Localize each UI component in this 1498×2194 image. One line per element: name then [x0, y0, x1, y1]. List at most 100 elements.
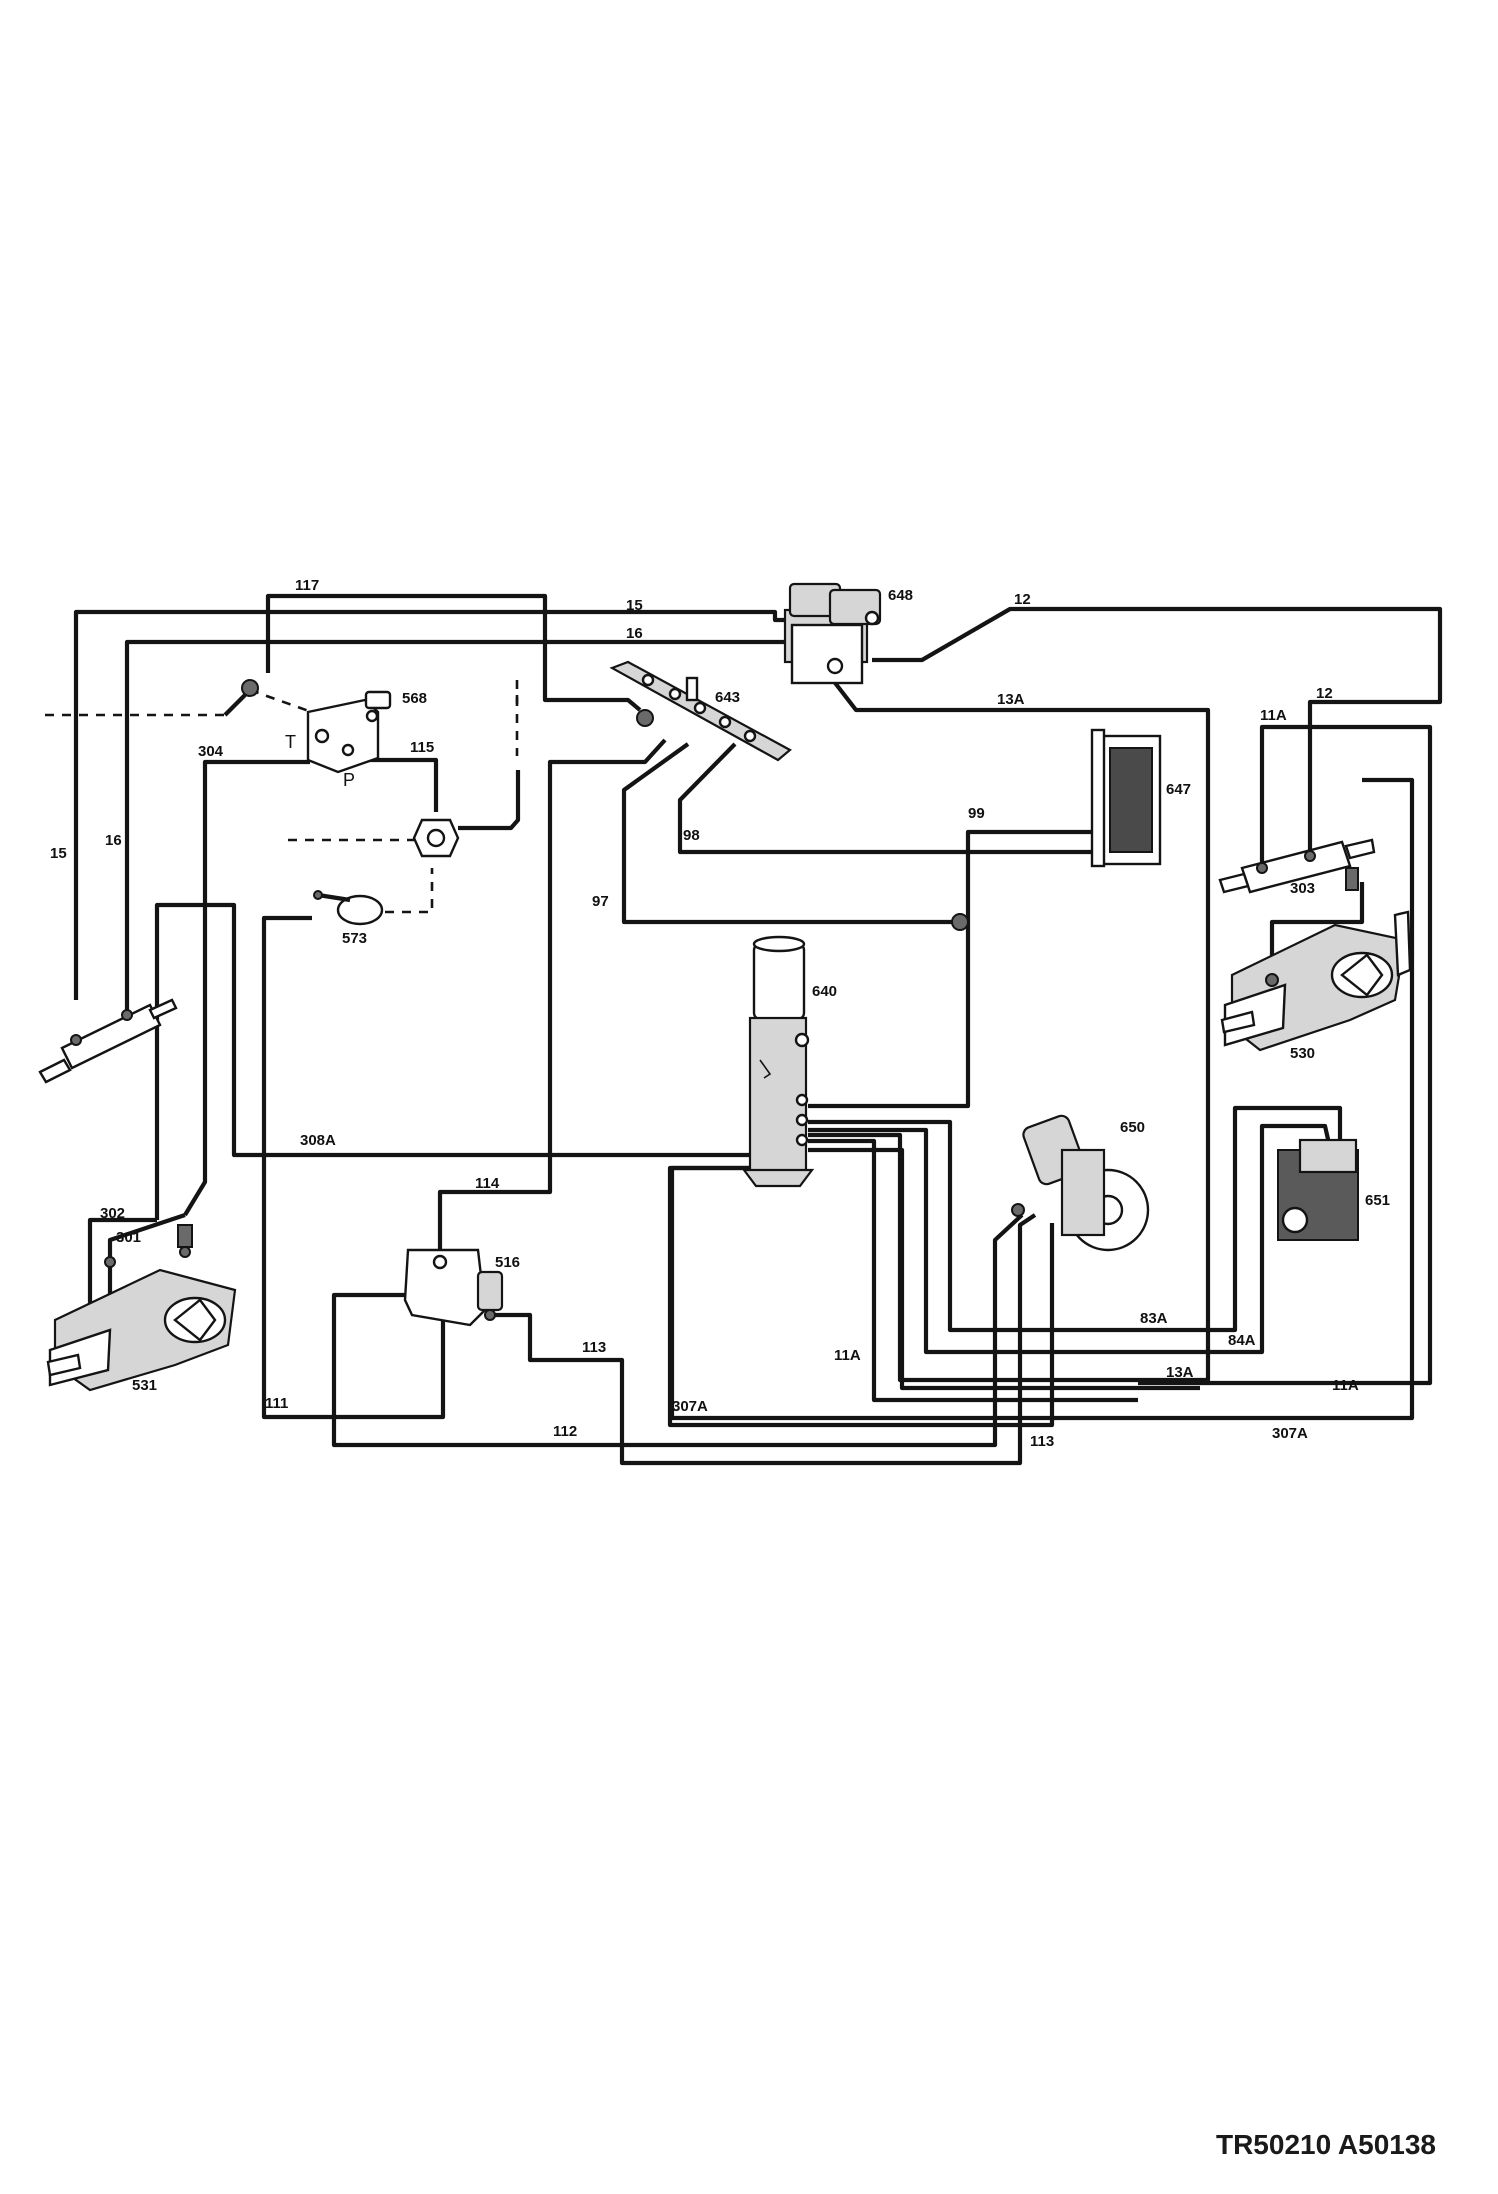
axle-531 — [46, 1224, 237, 1392]
hose-label-16: 16 — [626, 625, 643, 642]
pump-650 — [1011, 1114, 1150, 1252]
hose-label-98: 98 — [683, 827, 700, 844]
valve-573-knob — [313, 890, 323, 900]
hose-lines — [73, 593, 1443, 1466]
hose-13a-bottom — [808, 1147, 1200, 1391]
figure-code: TR50210 A50138 — [1215, 2129, 1436, 2160]
hose-112 — [331, 1213, 1024, 1448]
axle-531-yoke-cut — [173, 1298, 217, 1342]
hose-12 — [872, 606, 1443, 852]
hose-label-113: 113 — [582, 1339, 606, 1356]
hose-117 — [265, 593, 642, 712]
tank-640-port-2 — [795, 1093, 809, 1107]
valve-568-port-1 — [314, 728, 330, 744]
hose-113 — [492, 1213, 1037, 1466]
manifold-643-fitting-3 — [693, 701, 707, 715]
hose-label-97: 97 — [592, 893, 609, 910]
cross-fitting — [412, 818, 460, 858]
hose-label-301: 301 — [116, 1229, 141, 1246]
oil-cooler-647-tank — [1090, 728, 1106, 868]
valve-573-handle — [317, 892, 351, 903]
valve-516 — [403, 1248, 504, 1327]
axle-530-shaft — [1220, 1010, 1256, 1034]
hose-13a-top — [808, 664, 1211, 1383]
hose-label-83a: 83A — [1140, 1310, 1168, 1327]
hose-16 — [124, 639, 785, 1012]
valve-573 — [313, 890, 384, 926]
steer-cylinder-right-port-1 — [1256, 862, 1268, 874]
hose-pilot-118 — [458, 770, 521, 831]
component-label-648: 648 — [888, 587, 913, 604]
tee-fitting-right — [951, 913, 969, 931]
pilot-line-568 — [249, 688, 321, 717]
tee-fitting-left-stub — [223, 693, 247, 717]
pump-651 — [1277, 1138, 1359, 1241]
valve-648-base — [790, 623, 864, 685]
cross-fitting-center — [426, 828, 446, 848]
hose-307a-left — [667, 1165, 1055, 1428]
valve-516-port-1 — [432, 1254, 448, 1270]
manifold-643-fitting-2 — [668, 687, 682, 701]
tank-640-mark — [759, 1059, 772, 1079]
hose-302 — [87, 1217, 157, 1305]
valve-516-port-2 — [484, 1309, 496, 1321]
hose-label-302: 302 — [100, 1205, 125, 1222]
valve-573-body — [336, 894, 384, 926]
hose-label-308a: 308A — [300, 1132, 336, 1149]
component-label-643: 643 — [715, 689, 740, 706]
valve-648-port — [826, 657, 844, 675]
pilot-line-573 — [385, 868, 434, 914]
pilot-lines — [45, 680, 521, 914]
oil-cooler-647-core — [1109, 747, 1153, 853]
hose-label-303: 303 — [1290, 880, 1315, 897]
component-label-640: 640 — [812, 983, 837, 1000]
valve-648-port-2 — [864, 610, 880, 626]
hose-114 — [437, 738, 667, 1255]
valve-568-port-2 — [341, 743, 355, 757]
component-label-568: 568 — [402, 690, 427, 707]
component-label-651: 651 — [1365, 1192, 1390, 1209]
hose-label-13a-bottom: 13A — [1166, 1364, 1194, 1381]
hose-11a-middle — [808, 1138, 1138, 1403]
tank-640-cap — [752, 942, 806, 1021]
hose-label-11a-right: 11A — [1332, 1377, 1359, 1394]
manifold-643-fitting-4 — [718, 715, 732, 729]
component-label-531: 531 — [132, 1377, 157, 1394]
hose-84a — [808, 1123, 1338, 1355]
hose-97 — [621, 742, 960, 925]
manifold-643-plug — [685, 676, 699, 702]
manifold-643-tee — [636, 709, 654, 727]
valve-516-body — [403, 1248, 487, 1327]
steer-cylinder-right-rod — [1218, 872, 1250, 894]
axle-530 — [1220, 910, 1412, 1052]
hose-label-111: 111 — [265, 1395, 288, 1412]
hose-label-15-left: 15 — [50, 845, 67, 862]
steer-cylinder-right-rod-2 — [1344, 838, 1376, 860]
hose-label-11a-middle: 11A — [834, 1347, 861, 1364]
component-label-650: 650 — [1120, 1119, 1145, 1136]
component-label-516: 516 — [495, 1254, 520, 1271]
steer-cylinder-right-port-2 — [1304, 850, 1316, 862]
steer-cylinder-right-fitting — [1345, 867, 1359, 891]
hose-label-11a-top: 11A — [1260, 707, 1287, 724]
hose-label-16-left: 16 — [105, 832, 122, 849]
hose-301 — [107, 1213, 186, 1310]
component-label-573: 573 — [342, 930, 367, 947]
steer-cylinder-left-port-2 — [121, 1009, 133, 1021]
port-label-p: P — [343, 770, 355, 790]
hose-label-304: 304 — [198, 743, 224, 760]
hose-111 — [261, 915, 446, 1420]
hose-303 — [1269, 882, 1365, 975]
axle-531-brake — [177, 1224, 193, 1248]
hose-83a — [808, 1105, 1343, 1333]
axle-531-shaft — [46, 1353, 82, 1377]
valve-648 — [783, 582, 882, 685]
axle-530-fitting — [1265, 973, 1279, 987]
tank-640 — [741, 935, 815, 1188]
tank-640-base — [741, 1168, 815, 1188]
steer-cylinder-left — [38, 998, 178, 1084]
hose-15 — [73, 609, 785, 1000]
hose-label-307a-left: 307A — [672, 1398, 708, 1415]
port-label-t: T — [285, 732, 296, 752]
